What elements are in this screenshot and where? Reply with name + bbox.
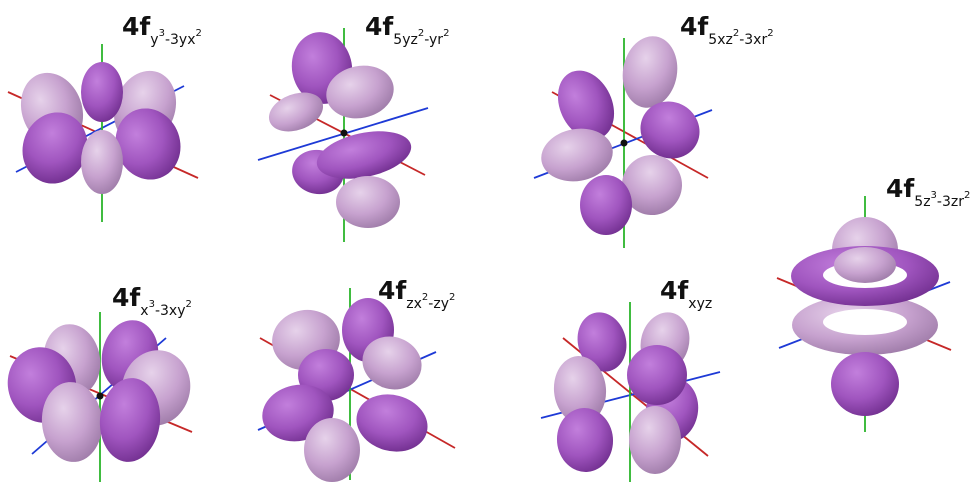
dark-lobe: [557, 70, 615, 140]
orbital-label-fxyz: 4fxyz: [660, 276, 712, 311]
light-lobe: [81, 130, 123, 194]
orbital-label-f5z3-3zr2: 4f5z3-3zr2: [886, 174, 970, 209]
torus-hole: [823, 309, 907, 335]
orbital-label-subscript: 5yz2-yr2: [393, 28, 450, 48]
light-lobe: [622, 36, 678, 108]
orbital-label-subscript: y3-3yx2: [150, 28, 202, 48]
light-lobe: [541, 128, 613, 182]
light-lobe: [622, 155, 682, 215]
orbital-label-prefix: 4f: [680, 12, 709, 41]
orbital-label-prefix: 4f: [886, 174, 915, 203]
orbital-label-subscript: 5z3-3zr2: [914, 190, 971, 210]
light-lobe: [326, 65, 394, 119]
nucleus-dot: [620, 139, 628, 147]
light-lobe: [553, 356, 607, 424]
light-lobe: [41, 382, 103, 462]
dark-lobe: [81, 62, 123, 122]
dark-lobe: [115, 108, 181, 180]
orbital-label-fy3-3yx2: 4fy3-3yx2: [122, 12, 202, 47]
orbital-label-prefix: 4f: [660, 276, 689, 305]
dark-lobe: [831, 352, 899, 416]
light-lobe: [268, 92, 324, 132]
dark-lobe: [316, 131, 412, 179]
orbital-label-fx3-3xy2: 4fx3-3xy2: [112, 283, 192, 318]
orbital-label-fzx2-zy2: 4fzx2-zy2: [378, 276, 455, 311]
orbital-label-prefix: 4f: [378, 276, 407, 305]
nucleus-dot: [96, 392, 104, 400]
light-lobe: [629, 406, 681, 474]
dark-lobe: [627, 345, 687, 405]
light-lobe: [304, 418, 360, 482]
orbital-label-subscript: zx2-zy2: [406, 292, 456, 312]
orbital-label-prefix: 4f: [122, 12, 151, 41]
dark-lobe: [556, 408, 614, 472]
dark-lobe: [577, 312, 627, 372]
dark-lobe: [640, 101, 700, 159]
orbital-label-prefix: 4f: [365, 12, 394, 41]
orbital-label-subscript: 5xz2-3xr2: [708, 28, 774, 48]
dark-lobe: [99, 378, 161, 462]
orbital-label-prefix: 4f: [112, 283, 141, 312]
nucleus-dot: [340, 129, 348, 137]
orbital-label-f5yz2-yr2: 4f5yz2-yr2: [365, 12, 449, 47]
dark-lobe: [356, 394, 428, 452]
orbital-label-f5xz2-3xr2: 4f5xz2-3xr2: [680, 12, 774, 47]
dark-lobe: [22, 112, 88, 184]
dark-lobe: [580, 175, 632, 235]
orbital-label-subscript: xyz: [688, 296, 713, 312]
light-lobe: [336, 176, 400, 228]
orbital-label-subscript: x3-3xy2: [140, 299, 192, 319]
light-lobe: [834, 247, 896, 283]
light-lobe: [362, 336, 422, 390]
